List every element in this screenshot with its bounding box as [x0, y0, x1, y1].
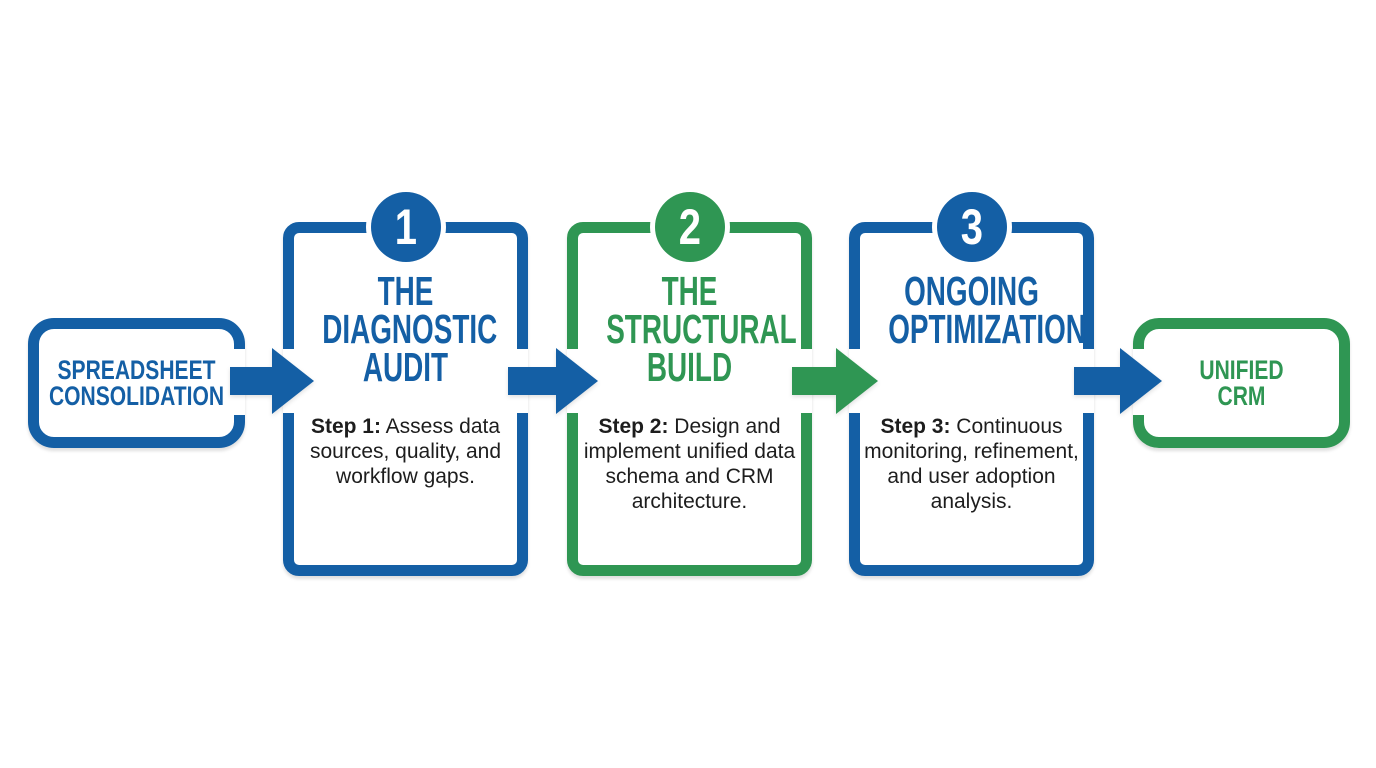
flow-arrow-right-icon [230, 348, 314, 414]
step-title-line: DIAGNOSTIC [322, 306, 498, 352]
flow-arrow-right-icon [1074, 348, 1162, 414]
end-label-line2: CRM [1217, 381, 1266, 411]
step-label: Step 3: [880, 415, 951, 438]
step-title-line: THE [661, 268, 718, 314]
step-description-text: Continuous monitoring, refinement, and u… [864, 415, 1079, 513]
step-title: THE STRUCTURAL BUILD [606, 268, 797, 390]
flow-arrow-right-icon [792, 348, 878, 414]
flow-arrow-right-icon [508, 348, 598, 414]
arrow-head [1120, 348, 1162, 414]
step-number: 2 [678, 199, 701, 255]
step-title-line: OPTIMIZATION [888, 306, 1086, 352]
step-description: Step 1: Assess data sources, quality, an… [295, 414, 516, 489]
arrow-head [272, 348, 314, 414]
step-number-badge: 3 [936, 192, 1007, 262]
start-terminal-box: SPREADSHEET CONSOLIDATION [28, 318, 245, 448]
step-description-text: Assess data sources, quality, and workfl… [309, 415, 502, 488]
end-terminal-box: UNIFIED CRM [1133, 318, 1350, 448]
step-title-line: BUILD [646, 344, 733, 390]
step-description: Step 2: Design and implement unified dat… [579, 414, 800, 514]
step-title-line: THE [377, 268, 434, 314]
arrow-shaft [792, 367, 838, 395]
end-label-line1: UNIFIED [1199, 355, 1284, 385]
step-title-line: ONGOING [904, 268, 1039, 314]
step-title-line: STRUCTURAL [606, 306, 797, 352]
step-card-2: 2 THE STRUCTURAL BUILD Step 2: Design an… [567, 192, 812, 576]
arrow-shaft [230, 367, 274, 395]
arrow-shaft [1074, 367, 1122, 395]
start-label-line1: SPREADSHEET [57, 355, 216, 385]
arrow-head [836, 348, 878, 414]
step-number-badge: 2 [654, 192, 725, 262]
step-card-1: 1 THE DIAGNOSTIC AUDIT Step 1: Assess da… [283, 192, 528, 576]
step-title: ONGOING OPTIMIZATION [888, 268, 1086, 352]
step-description-text: Design and implement unified data schema… [583, 415, 796, 513]
step-number: 1 [394, 199, 417, 255]
step-number-badge: 1 [370, 192, 441, 262]
arrow-shaft [508, 367, 558, 395]
step-description: Step 3: Continuous monitoring, refinemen… [861, 414, 1082, 514]
end-terminal-label: UNIFIED CRM [1157, 318, 1326, 448]
start-label-line2: CONSOLIDATION [48, 381, 225, 411]
step-title: THE DIAGNOSTIC AUDIT [322, 268, 498, 390]
step-label: Step 1: [310, 415, 381, 438]
arrow-head [556, 348, 598, 414]
step-label: Step 2: [598, 415, 669, 438]
step-title-line: AUDIT [362, 344, 449, 390]
start-terminal-label: SPREADSHEET CONSOLIDATION [48, 318, 225, 448]
step-card-3: 3 ONGOING OPTIMIZATION Step 3: Continuou… [849, 192, 1094, 576]
step-number: 3 [960, 199, 983, 255]
